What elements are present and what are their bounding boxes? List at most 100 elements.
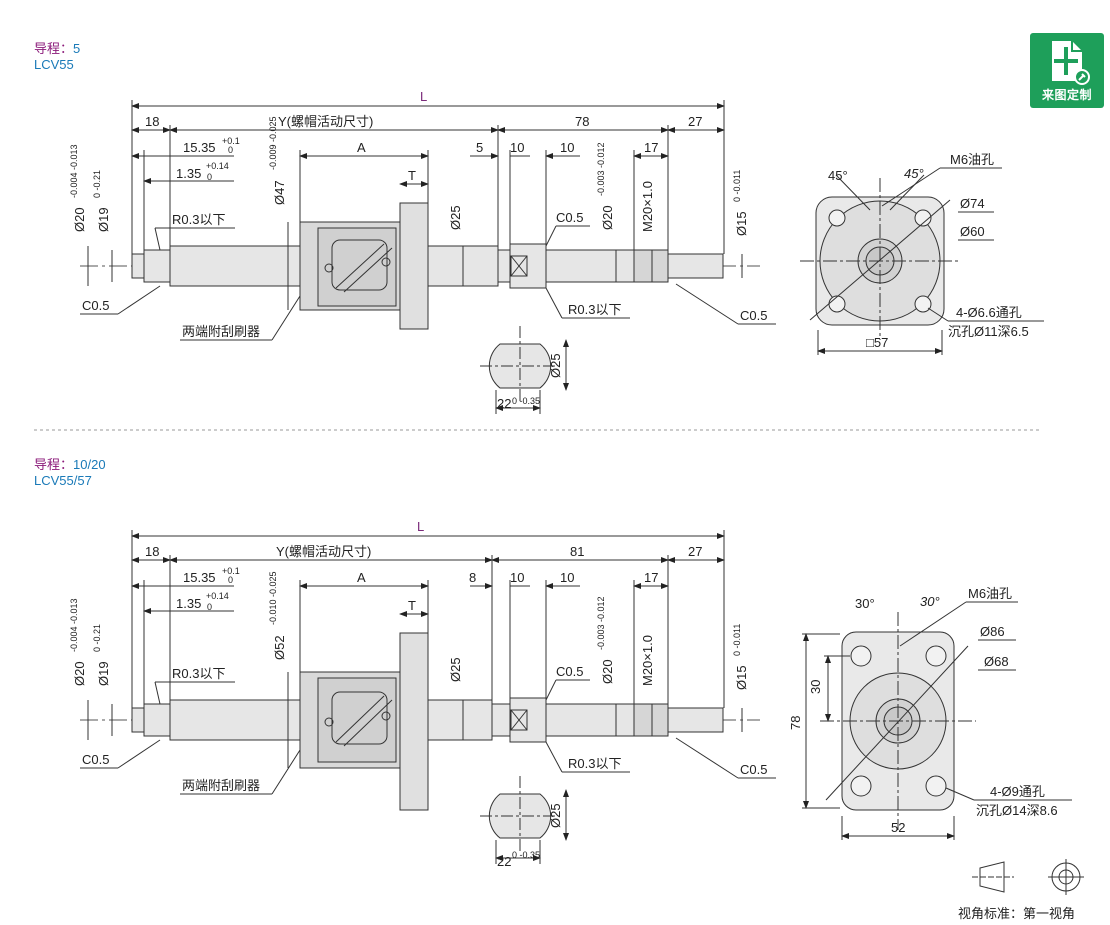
lead-label: 导程： — [34, 457, 74, 472]
dim-phi19: Ø19 — [96, 207, 111, 232]
dim-17: 17 — [644, 140, 658, 155]
tol-phi19: 0 -0.21 — [92, 624, 102, 652]
note-wiper: 两端附刮刷器 — [182, 778, 260, 793]
lead-value: 10/20 — [73, 457, 106, 472]
note-r03b: R0.3以下 — [568, 756, 621, 771]
tol-phi15: 0 -0.011 — [732, 170, 742, 202]
tol-phi20: -0.004 -0.013 — [69, 598, 79, 652]
tol-phi20: -0.004 -0.013 — [69, 144, 79, 198]
lead-label: 导程： — [34, 41, 74, 56]
dim-10b: 10 — [560, 140, 574, 155]
sec-22-tol: 0 -0.35 — [512, 850, 540, 860]
projection-symbol-icon — [972, 859, 1084, 895]
note-c05c: C0.5 — [740, 308, 767, 323]
note-oil: M6油孔 — [968, 586, 1012, 601]
sec-22-tol: 0 -0.35 — [512, 396, 540, 406]
section2-shaft-view — [80, 530, 776, 864]
tol-15-35-lo: 0 — [228, 145, 233, 155]
dim-phi68: Ø68 — [984, 654, 1009, 669]
note-c05c: C0.5 — [740, 762, 767, 777]
dim-phi86: Ø86 — [980, 624, 1005, 639]
tol-15-35-lo: 0 — [228, 575, 233, 585]
dim-phi20: Ø20 — [72, 661, 87, 686]
tol-phi19: 0 -0.21 — [92, 170, 102, 198]
dim-phi25: Ø25 — [448, 657, 463, 682]
dim-Y: Y(螺帽活动尺寸) — [276, 544, 371, 559]
sec-phi25: Ø25 — [548, 353, 563, 378]
tol-15-35-up: +0.1 — [222, 566, 240, 576]
angle-1: 30° — [855, 596, 875, 611]
dim-10a: 10 — [510, 570, 524, 585]
tol-phi52: -0.010 -0.025 — [268, 571, 278, 625]
note-r03a: R0.3以下 — [172, 666, 225, 681]
tol-15-35-up: +0.1 — [222, 136, 240, 146]
tol-1-35-up: +0.14 — [206, 161, 229, 171]
dim-1-35: 1.35 — [176, 166, 201, 181]
angle-1: 45° — [828, 168, 848, 183]
dim-81: 81 — [570, 544, 584, 559]
dim-phi20: Ø20 — [72, 207, 87, 232]
view-standard-label: 视角标准：第一视角 — [958, 906, 1075, 921]
dim-8: 8 — [469, 570, 476, 585]
dim-phi52: Ø52 — [272, 635, 287, 660]
dim-L: L — [417, 519, 424, 534]
angle-2: 30° — [920, 594, 940, 609]
note-wiper: 两端附刮刷器 — [182, 324, 260, 339]
dim-phi60: Ø60 — [960, 224, 985, 239]
tol-1-35-up: +0.14 — [206, 591, 229, 601]
dim-30: 30 — [808, 680, 823, 694]
note-holes: 4-Ø9通孔 — [990, 784, 1045, 799]
dim-phi15: Ø15 — [734, 665, 749, 690]
section2-header: 导程：10/20 LCV55/57 — [34, 457, 106, 489]
note-c05a: C0.5 — [82, 298, 109, 313]
dim-m20: M20×1.0 — [640, 635, 655, 686]
angle-2: 45° — [904, 166, 924, 181]
dim-15-35: 15.35 — [183, 570, 216, 585]
dim-Y: Y(螺帽活动尺寸) — [278, 114, 373, 129]
note-c05a: C0.5 — [82, 752, 109, 767]
tol-phi20b: -0.003 -0.012 — [596, 596, 606, 650]
dim-L: L — [420, 89, 427, 104]
dim-52: 52 — [891, 820, 905, 835]
dim-phi15: Ø15 — [734, 211, 749, 236]
dim-phi47: Ø47 — [272, 180, 287, 205]
dim-T: T — [408, 168, 416, 183]
custom-drawing-button[interactable]: 来图定制 — [1030, 33, 1104, 108]
dim-m20: M20×1.0 — [640, 181, 655, 232]
dim-17: 17 — [644, 570, 658, 585]
dim-10b: 10 — [560, 570, 574, 585]
tol-1-35-lo: 0 — [207, 602, 212, 612]
note-r03a: R0.3以下 — [172, 212, 225, 227]
sec-22: 22 — [497, 396, 511, 411]
dim-phi25: Ø25 — [448, 205, 463, 230]
dim-27: 27 — [688, 114, 702, 129]
dim-phi74: Ø74 — [960, 196, 985, 211]
dim-78: 78 — [575, 114, 589, 129]
tol-phi15: 0 -0.011 — [732, 624, 742, 656]
dim-18: 18 — [145, 544, 159, 559]
note-cbore: 沉孔Ø11深6.5 — [948, 324, 1029, 339]
model-name: LCV55/57 — [34, 473, 92, 488]
dim-15-35: 15.35 — [183, 140, 216, 155]
model-name: LCV55 — [34, 57, 74, 72]
dim-78: 78 — [788, 716, 803, 730]
tol-1-35-lo: 0 — [207, 172, 212, 182]
dim-10a: 10 — [510, 140, 524, 155]
dim-27: 27 — [688, 544, 702, 559]
section1-shaft-view — [80, 100, 776, 414]
dim-A: A — [357, 140, 366, 155]
section1-header: 导程：5 LCV55 — [34, 41, 80, 73]
note-c05b: C0.5 — [556, 210, 583, 225]
dim-5: 5 — [476, 140, 483, 155]
note-c05b: C0.5 — [556, 664, 583, 679]
section1-flange-view — [800, 167, 1044, 355]
sec-22: 22 — [497, 854, 511, 869]
note-r03b: R0.3以下 — [568, 302, 621, 317]
section2-flange-view — [802, 601, 1072, 840]
note-holes: 4-Ø6.6通孔 — [956, 305, 1022, 320]
lead-value: 5 — [73, 41, 81, 56]
sec-phi25: Ø25 — [548, 803, 563, 828]
dim-1-35: 1.35 — [176, 596, 201, 611]
